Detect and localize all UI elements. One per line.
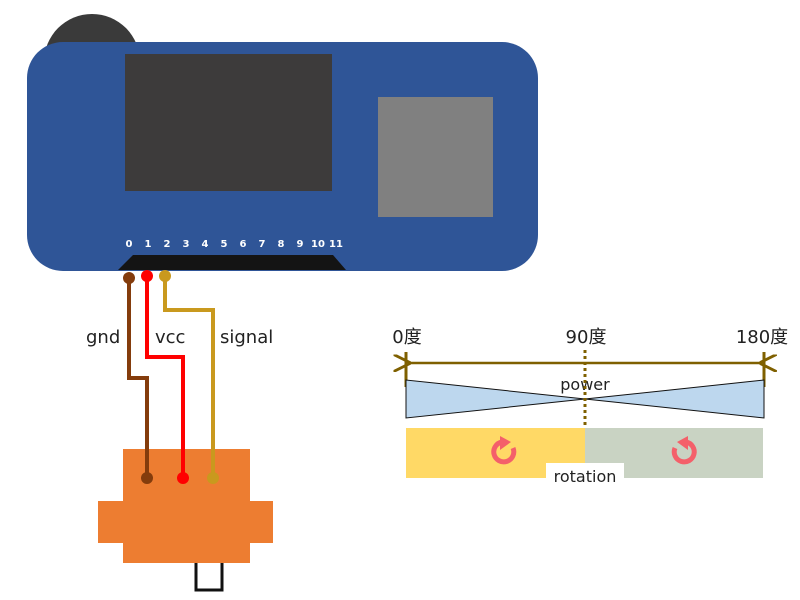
- signal-label: signal: [220, 327, 273, 348]
- signal-wire: [163, 276, 215, 478]
- servo-body: [123, 449, 250, 563]
- power-label: power: [560, 375, 610, 394]
- vcc-pin-dot: [141, 270, 153, 282]
- pin-label: 0: [126, 239, 133, 250]
- pin-label: 5: [221, 239, 228, 250]
- pin-label: 2: [164, 239, 171, 250]
- pin-label: 11: [329, 239, 343, 250]
- gnd-pin-dot: [123, 272, 135, 284]
- pin-label: 1: [145, 239, 152, 250]
- rotation-label: rotation: [554, 467, 617, 486]
- board-panel: [378, 97, 493, 217]
- rotate-clockwise-icon: [491, 436, 517, 465]
- vcc-wire: [145, 276, 185, 478]
- signal-servo-dot: [207, 472, 219, 484]
- angle-90-label: 90度: [566, 327, 607, 348]
- gnd-wire: [127, 278, 149, 478]
- pin-label: 10: [311, 239, 325, 250]
- pin-label: 7: [259, 239, 266, 250]
- pin-label: 6: [240, 239, 247, 250]
- board-screen: [125, 54, 332, 191]
- power-bar: power: [405, 375, 765, 419]
- microcontroller-board: 0 1 2 3 4 5 6 7 8 9 10 11: [27, 14, 538, 271]
- servo-motor: [98, 449, 273, 592]
- rotation-label-bg: [546, 463, 624, 489]
- pin-label: 3: [183, 239, 190, 250]
- gnd-label: gnd: [86, 327, 120, 348]
- angle-0-label: 0度: [392, 327, 421, 348]
- signal-pin-dot: [159, 270, 171, 282]
- rotate-counterclockwise-icon: [671, 436, 697, 465]
- pin-label: 8: [278, 239, 285, 250]
- wires: gnd vcc signal: [86, 270, 273, 484]
- power-left-triangle: [405, 379, 586, 419]
- pin-label: 4: [202, 239, 209, 250]
- gnd-servo-dot: [141, 472, 153, 484]
- power-right-triangle: [584, 379, 765, 419]
- vcc-label: vcc: [155, 327, 185, 348]
- pin-header: [118, 255, 346, 270]
- pin-label: 9: [297, 239, 304, 250]
- pin-labels: 0 1 2 3 4 5 6 7 8 9 10 11: [126, 239, 343, 250]
- rotation-bar: rotation: [406, 428, 763, 489]
- vcc-servo-dot: [177, 472, 189, 484]
- angle-180-label: 180度: [736, 327, 788, 348]
